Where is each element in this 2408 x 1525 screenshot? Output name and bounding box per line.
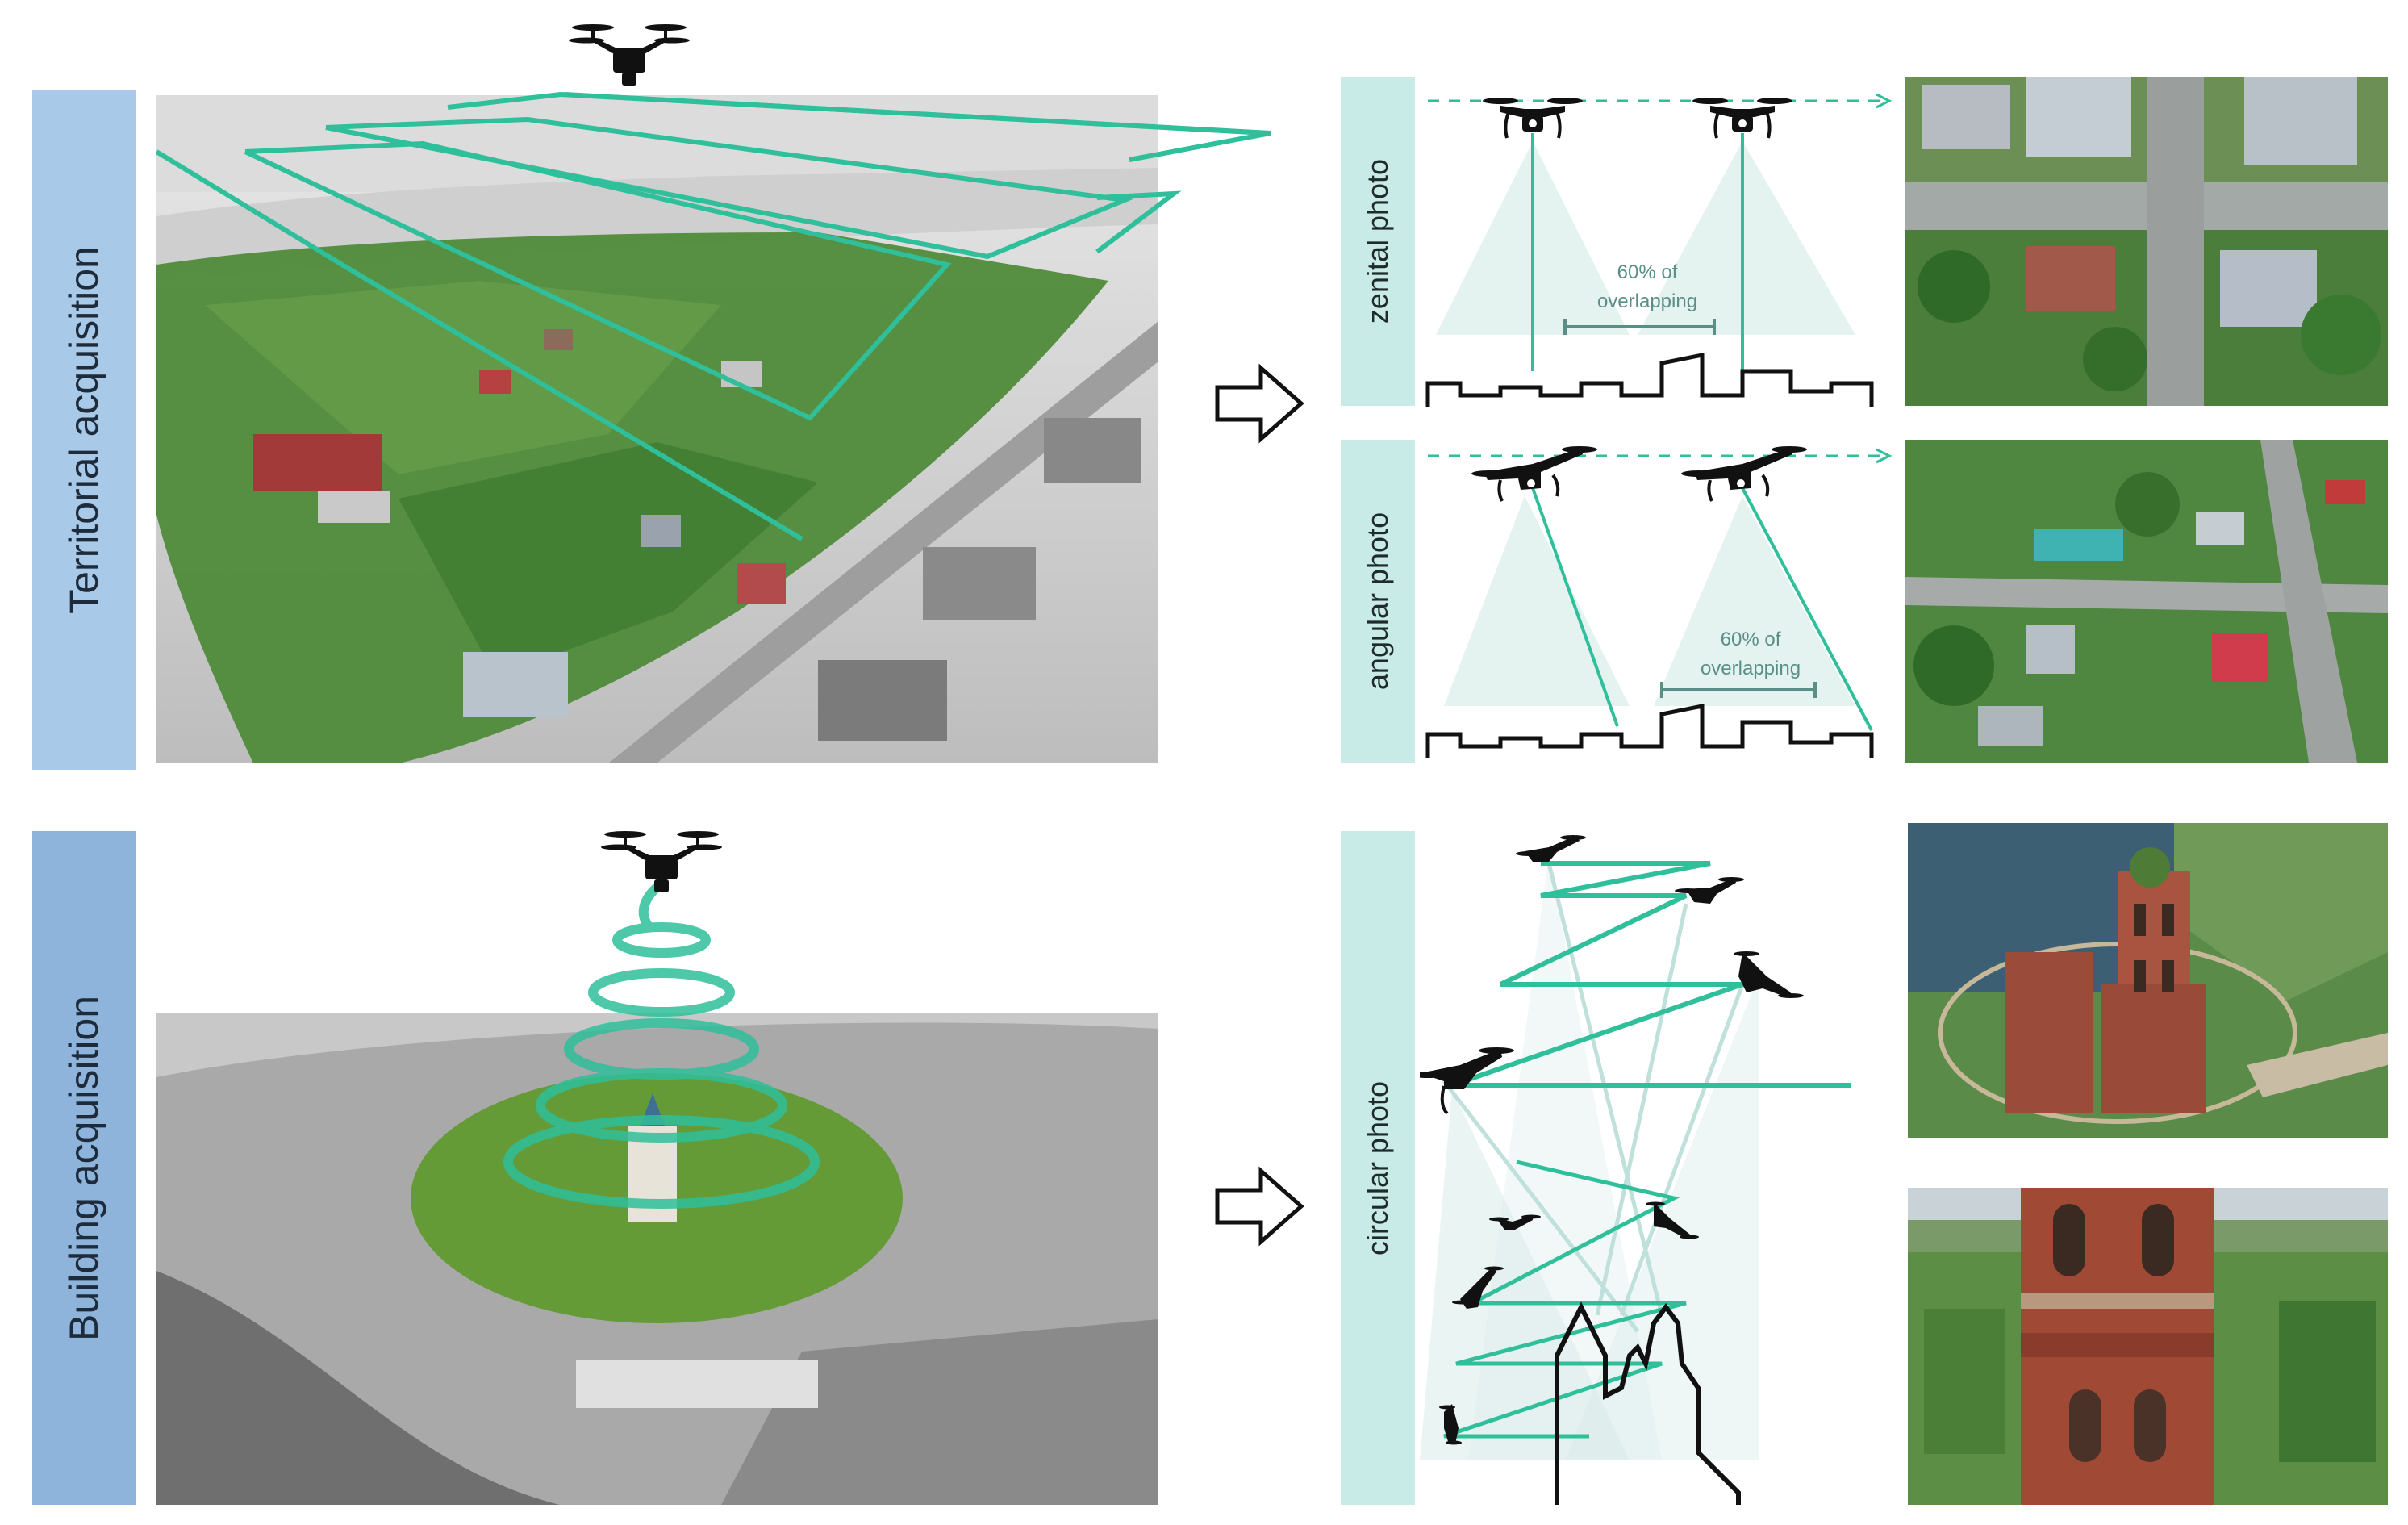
zenital-overlap-line1: 60% of bbox=[1617, 261, 1678, 283]
zenital-overlap-line2: overlapping bbox=[1596, 290, 1698, 312]
circular-diagram bbox=[1420, 831, 1896, 1505]
angular-overlap-line2: overlapping bbox=[1700, 658, 1801, 679]
section-territorial-text: Territorial acquisition bbox=[61, 246, 106, 614]
territorial-aerial-photo bbox=[156, 95, 1158, 763]
mode-circular-text: circular photo bbox=[1361, 1080, 1395, 1256]
drone-icon bbox=[1452, 1266, 1504, 1309]
drone-icon bbox=[1692, 98, 1792, 139]
drone-icon bbox=[1439, 1404, 1462, 1445]
drone-icon bbox=[1681, 446, 1807, 502]
bell-tower-photo bbox=[1908, 1188, 2388, 1505]
camera-icon bbox=[1737, 479, 1745, 487]
section-label-territorial: Territorial acquisition bbox=[32, 90, 136, 770]
angular-diagram bbox=[1420, 440, 1896, 762]
mode-label-angular: angular photo bbox=[1341, 440, 1415, 762]
angular-overlap-label: 60% of overlapping bbox=[1670, 625, 1831, 683]
drone-icon bbox=[601, 831, 722, 892]
zenital-village-photo bbox=[1905, 77, 2388, 406]
angular-overlap-line1: 60% of bbox=[1720, 629, 1781, 650]
drone-icon bbox=[1483, 98, 1583, 139]
building-aerial-photo bbox=[156, 1013, 1158, 1505]
section-building-text: Building acquisition bbox=[61, 995, 106, 1341]
zenital-diagram bbox=[1420, 77, 1896, 412]
mode-label-circular: circular photo bbox=[1341, 831, 1415, 1505]
mode-label-zenital: zenital photo bbox=[1341, 77, 1415, 406]
drone-icon bbox=[1646, 1201, 1699, 1239]
church-aerial-photo bbox=[1908, 823, 2388, 1138]
drone-icon bbox=[1471, 446, 1597, 502]
zenital-overlap-label: 60% of overlapping bbox=[1567, 258, 1728, 316]
camera-icon bbox=[1529, 119, 1537, 127]
drone-icon bbox=[569, 24, 690, 86]
drone-icon bbox=[1489, 1214, 1541, 1230]
camera-icon bbox=[1738, 119, 1747, 127]
mode-zenital-text: zenital photo bbox=[1361, 158, 1394, 324]
mode-angular-text: angular photo bbox=[1361, 512, 1394, 691]
drone-icon bbox=[1420, 1047, 1514, 1115]
drone-icon bbox=[1734, 951, 1804, 998]
drone-icon bbox=[1516, 835, 1586, 862]
arrow-right-icon bbox=[1215, 363, 1304, 444]
section-label-building: Building acquisition bbox=[32, 831, 136, 1505]
drone-icon bbox=[1675, 877, 1744, 904]
arrow-right-icon bbox=[1215, 1166, 1304, 1247]
camera-icon bbox=[1527, 479, 1535, 487]
angular-village-photo bbox=[1905, 440, 2388, 762]
